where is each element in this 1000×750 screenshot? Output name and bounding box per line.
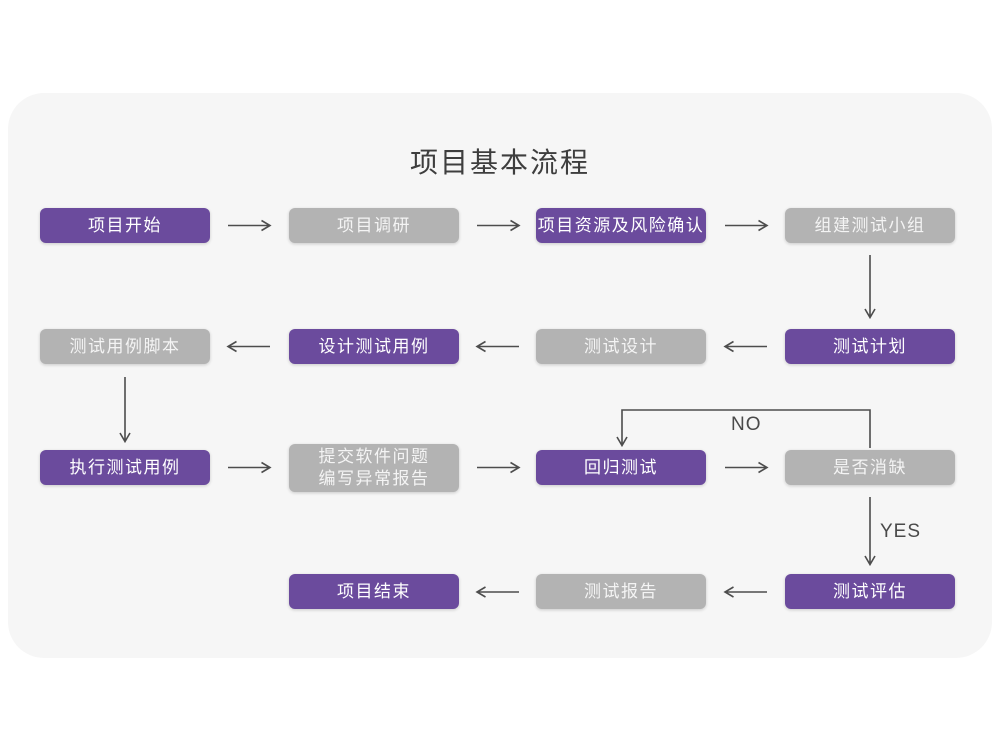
node-submit-issues: 提交软件问题 编写异常报告 <box>289 444 459 492</box>
node-test-plan: 测试计划 <box>785 329 955 364</box>
edge-label-yes: YES <box>880 521 922 542</box>
node-test-evaluation: 测试评估 <box>785 574 955 609</box>
node-project-end: 项目结束 <box>289 574 459 609</box>
node-execute-test-cases: 执行测试用例 <box>40 450 210 485</box>
node-resources-risk: 项目资源及风险确认 <box>536 208 706 243</box>
flowchart-card <box>8 93 992 658</box>
node-submit-issues-line1: 提交软件问题 <box>318 447 430 466</box>
node-test-design: 测试设计 <box>536 329 706 364</box>
node-regression-test: 回归测试 <box>536 450 706 485</box>
node-project-start: 项目开始 <box>40 208 210 243</box>
node-submit-issues-line2: 编写异常报告 <box>318 469 430 488</box>
edge-label-no: NO <box>731 414 762 435</box>
node-project-research: 项目调研 <box>289 208 459 243</box>
page-title: 项目基本流程 <box>409 147 590 178</box>
node-build-test-team: 组建测试小组 <box>785 208 955 243</box>
node-defects-cleared: 是否消缺 <box>785 450 955 485</box>
node-test-case-scripts: 测试用例脚本 <box>40 329 210 364</box>
node-test-report: 测试报告 <box>536 574 706 609</box>
node-design-test-cases: 设计测试用例 <box>289 329 459 364</box>
